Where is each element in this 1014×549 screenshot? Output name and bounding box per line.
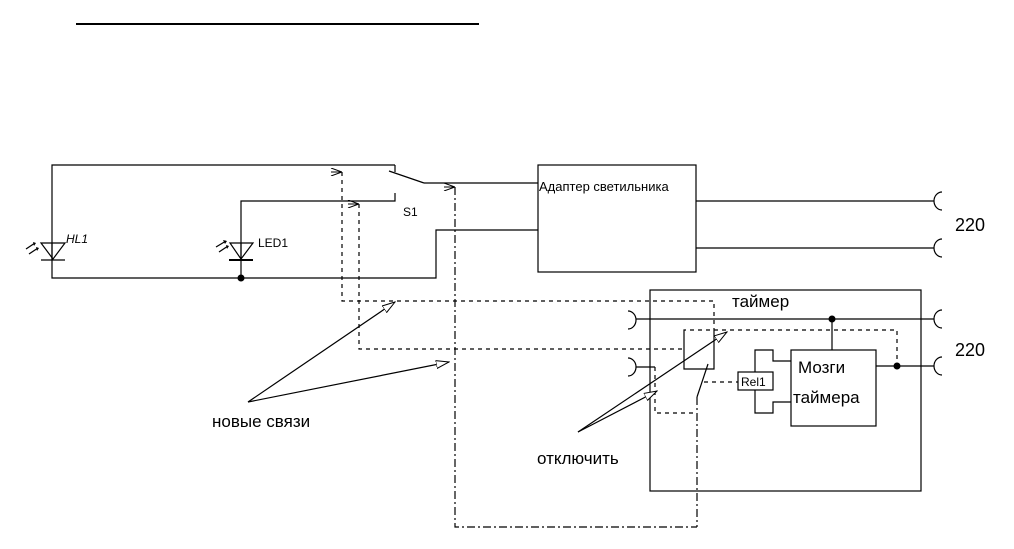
annotation-disconnect: отключить [537,332,727,468]
adapter-voltage-label: 220 [955,215,985,235]
new-links-label: новые связи [212,412,310,431]
junction-dot [237,274,245,282]
brain-label-line2: таймера [793,388,860,407]
light-emission-icon [215,240,229,253]
socket-icon [627,310,637,330]
timer-block: таймер 220 Мозги таймера Rel1 [627,289,985,527]
relay-label: Rel1 [741,375,766,389]
annotation-new-links: новые связи [212,302,449,431]
s1-label: S1 [403,205,418,219]
hl1-label: HL1 [66,232,88,246]
lamp-circuit [51,164,538,282]
disconnect-label: отключить [537,449,619,468]
led1-diode: LED1 [215,236,288,261]
socket-icon [627,357,637,377]
light-emission-icon [25,242,39,255]
timer-voltage-label: 220 [955,340,985,360]
mains-socket-icon [933,309,943,329]
hl1-diode: HL1 [25,232,88,261]
brain-label-line1: Мозги [798,358,845,377]
lamp-adapter: Адаптер светильника 220 [537,164,985,273]
junction-dot [828,315,836,323]
led1-label: LED1 [258,236,288,250]
mains-socket-icon [933,356,943,376]
new-connections [342,172,898,528]
adapter-label: Адаптер светильника [539,179,669,194]
mains-socket-icon [933,191,943,211]
mains-socket-icon [933,238,943,258]
timer-label: таймер [732,292,789,311]
